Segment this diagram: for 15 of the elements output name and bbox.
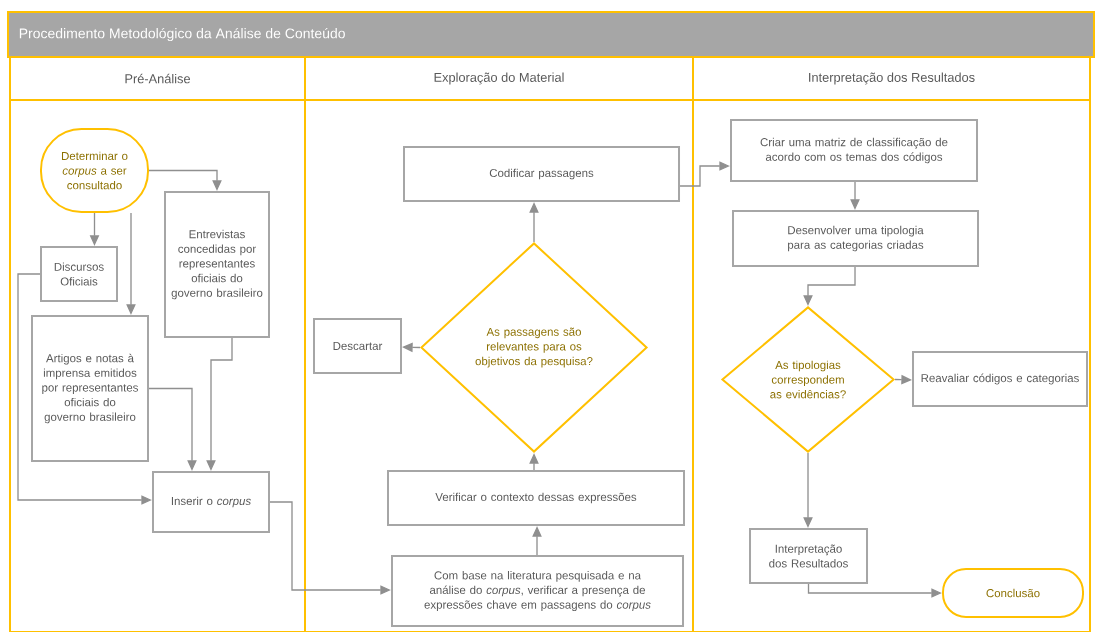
process-box: Com base na literatura pesquisada e na análise do corpus, verificar a presença de expressões chave em passagens do corpus: [391, 555, 684, 627]
process-box: Reavaliar códigos e categorias: [912, 351, 1088, 407]
process-box: Verificar o contexto dessas expressões: [387, 470, 685, 526]
process-box: Codificar passagens: [403, 146, 680, 202]
terminal-pill: Determinar o corpus a ser consultado: [40, 128, 149, 213]
process-box: Inserir o corpus: [152, 471, 270, 533]
process-box: Interpretação dos Resultados: [749, 528, 868, 584]
title-bar: Procedimento Metodológico da Análise de Conteúdo: [7, 11, 1095, 58]
process-box: Artigos e notas à imprensa emitidos por representantes oficiais do governo brasileiro: [31, 315, 149, 462]
process-box: Discursos Oficiais: [40, 246, 118, 302]
process-box: Entrevistas concedidas por representantes oficiais do governo brasileiro: [164, 191, 270, 338]
process-box: Descartar: [313, 318, 402, 374]
process-box: Criar uma matriz de classificação de acordo com os temas dos códigos: [730, 119, 978, 182]
terminal-pill: Conclusão: [942, 568, 1084, 618]
process-box: Desenvolver uma tipologia para as categorias criadas: [732, 210, 979, 267]
